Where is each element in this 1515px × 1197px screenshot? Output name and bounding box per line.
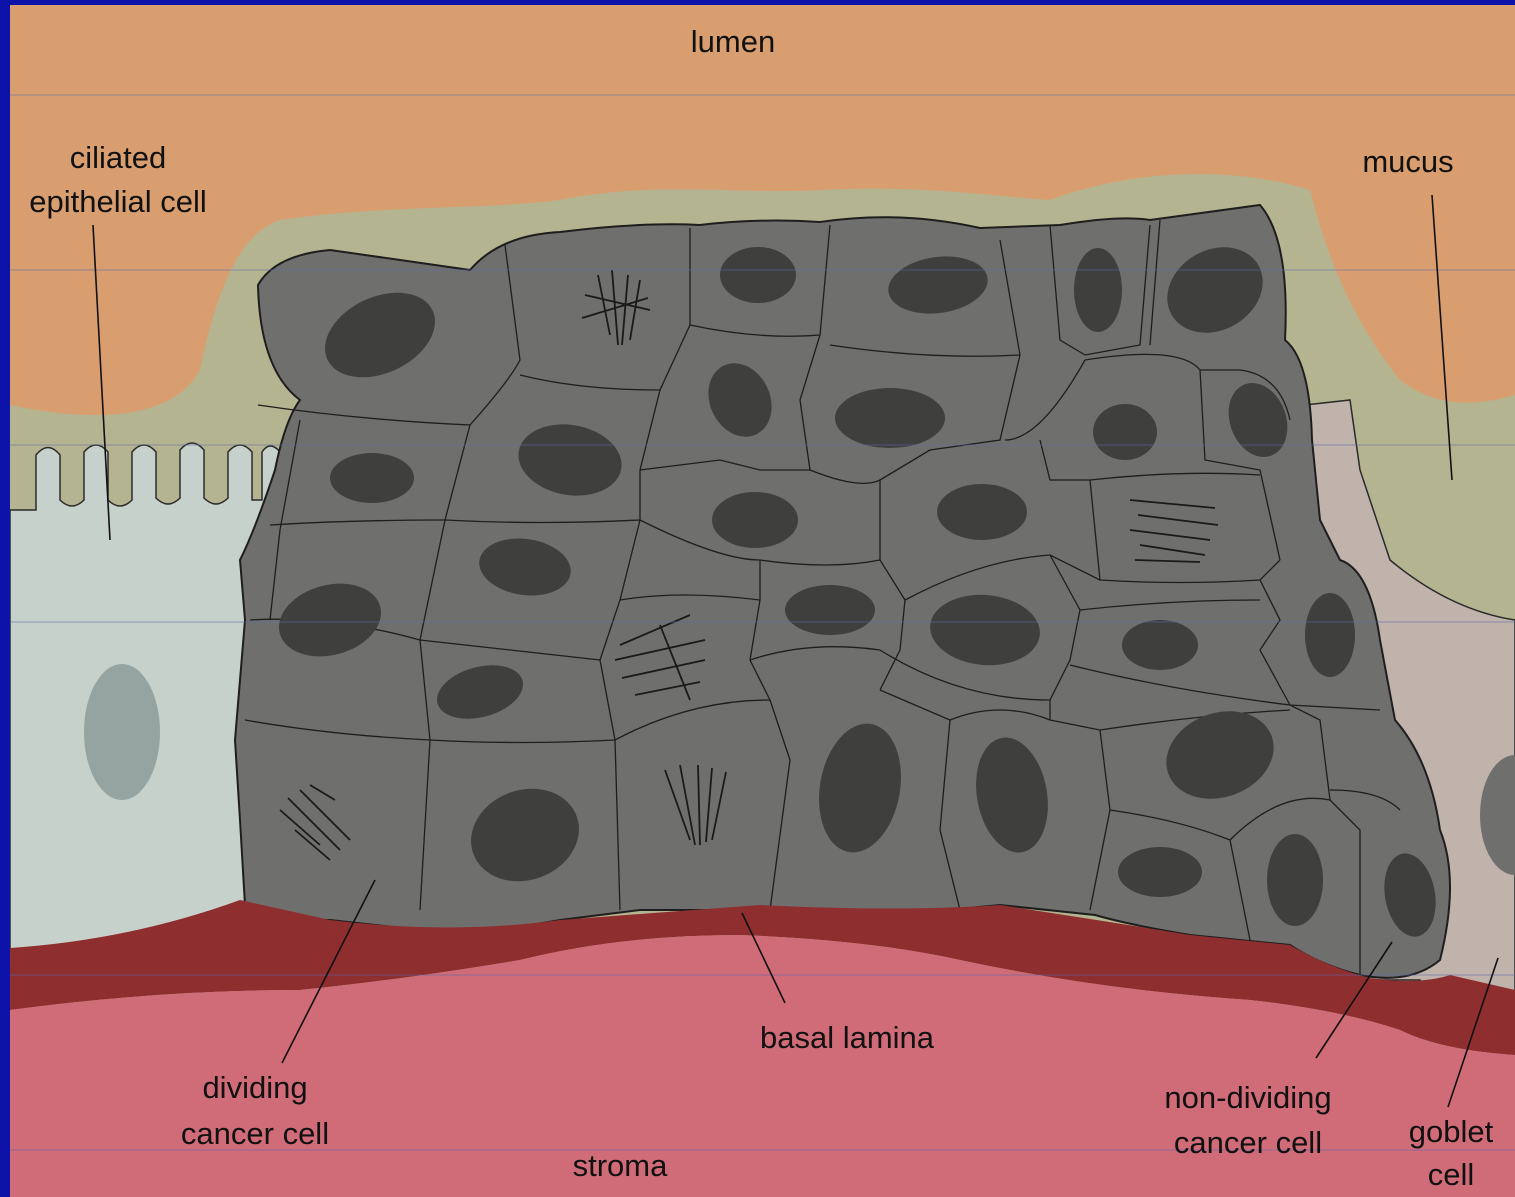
label-mucus: mucus [1362,144,1453,179]
nucleus [1093,404,1157,460]
nucleus [937,484,1027,540]
label-ciliated-1: ciliated [70,140,167,175]
label-lumen: lumen [691,24,775,59]
nucleus [785,585,875,635]
nucleus [720,247,796,303]
nucleus [1074,248,1122,332]
nucleus [1118,847,1202,897]
label-basal-lamina: basal lamina [760,1020,935,1055]
nucleus [1267,834,1323,926]
nucleus [712,492,798,548]
label-goblet-2: cell [1428,1157,1475,1192]
nucleus [835,388,945,448]
label-goblet-1: goblet [1409,1114,1494,1149]
nucleus [330,453,414,503]
label-stroma: stroma [573,1148,669,1183]
nucleus [1305,593,1355,677]
label-nondividing-1: non-dividing [1164,1080,1331,1115]
label-dividing-2: cancer cell [181,1116,329,1151]
label-dividing-1: dividing [202,1070,307,1105]
label-ciliated-2: epithelial cell [29,184,207,219]
nucleus [1122,620,1198,670]
ciliated-cell-nucleus [84,664,160,800]
label-nondividing-2: cancer cell [1174,1125,1322,1160]
